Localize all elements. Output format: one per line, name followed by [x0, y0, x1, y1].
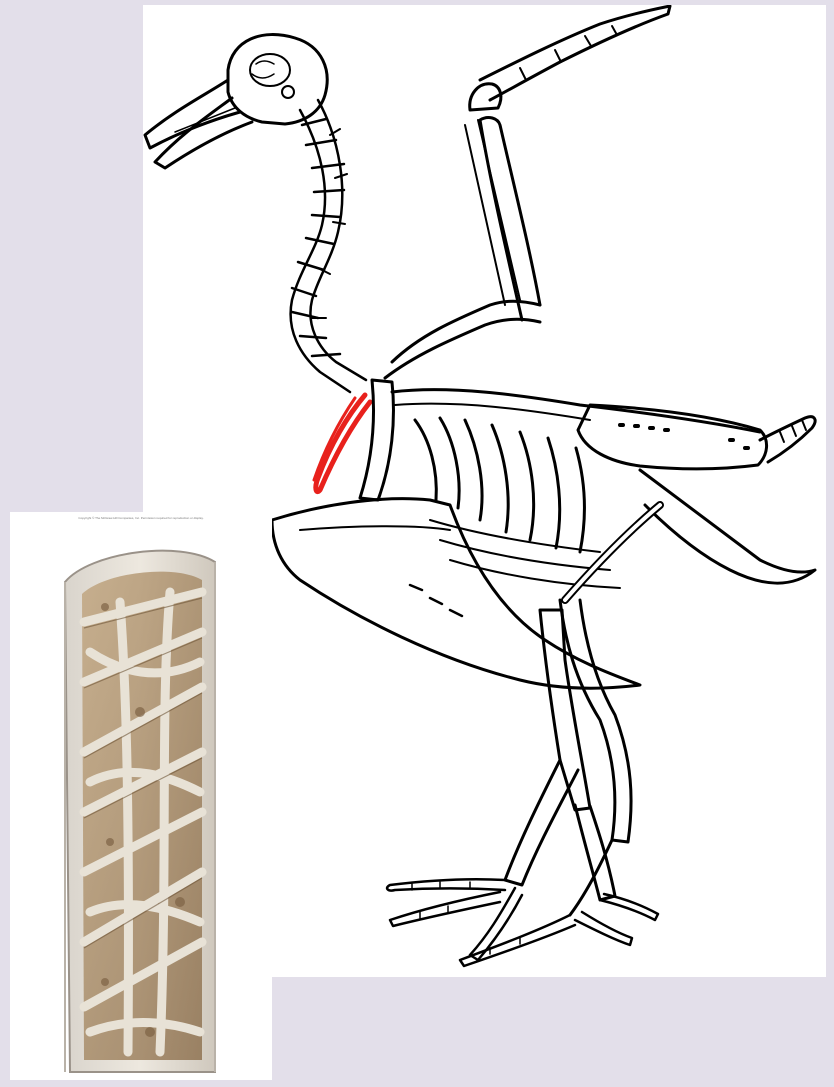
furcula-highlight — [314, 395, 370, 492]
bone-cavity — [82, 572, 202, 1060]
shoulder-girdle — [360, 380, 760, 500]
tail-vertebrae — [760, 417, 815, 462]
wing — [385, 6, 670, 378]
hollow-bone-drawing — [10, 512, 272, 1080]
hollow-bone-panel: Copyright © The McGraw-Hill Companies, I… — [10, 512, 272, 1080]
beak — [145, 80, 252, 168]
neck-vertebrae — [291, 100, 366, 392]
feet — [387, 879, 658, 966]
skull — [228, 35, 327, 124]
